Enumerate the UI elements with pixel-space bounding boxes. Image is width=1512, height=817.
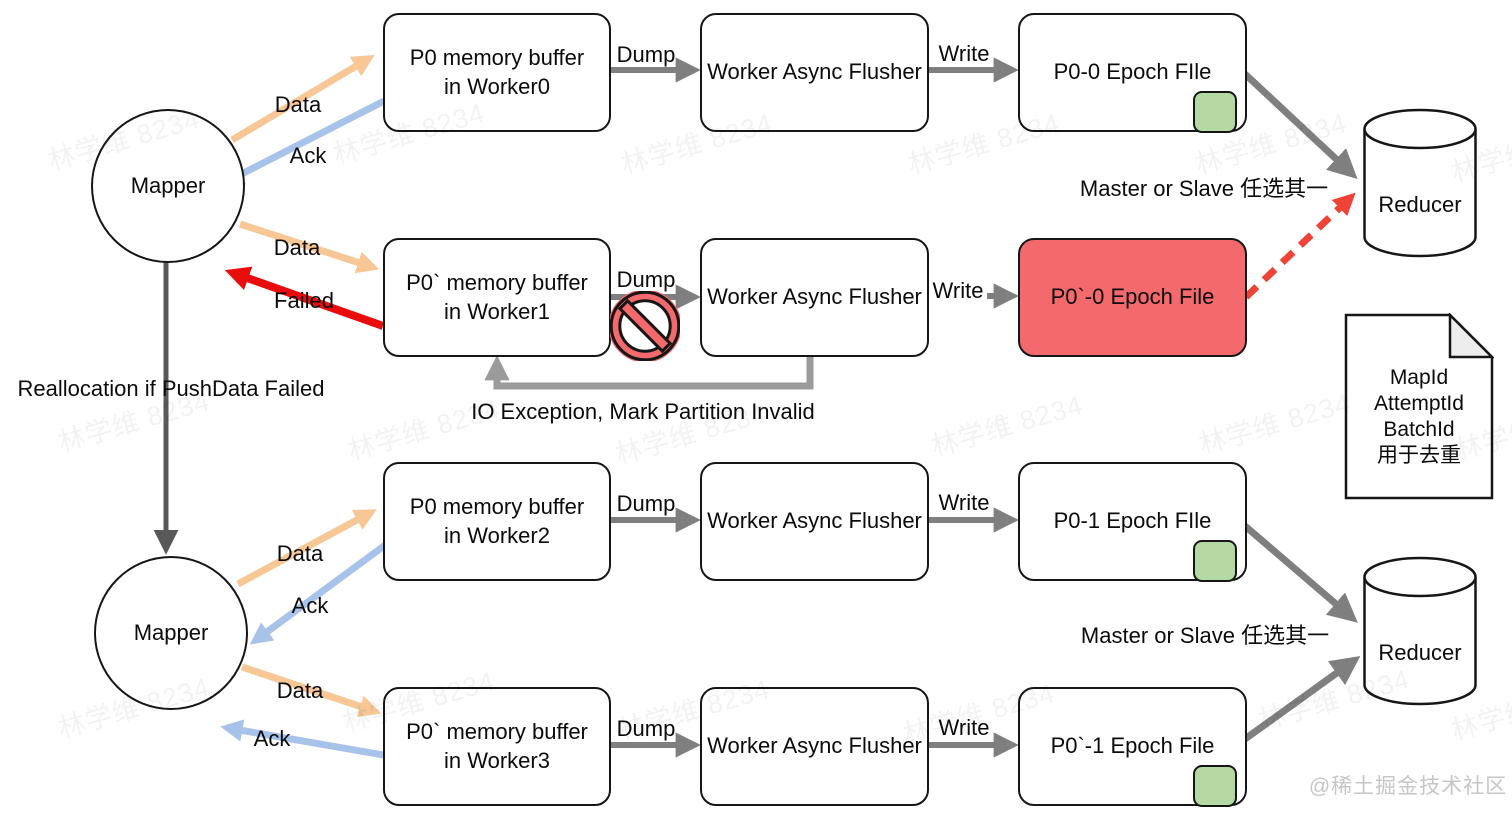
data-arrow-2 xyxy=(238,220,380,274)
edge-label-dump-2: Dump xyxy=(616,267,676,292)
edge-label-data-1: Data xyxy=(274,92,322,117)
data-arrow-1 xyxy=(230,54,375,144)
flusher-box-1: Worker Async Flusher xyxy=(700,13,929,132)
epoch-file-box-p0-0: P0-0 Epoch FIle xyxy=(1018,13,1247,133)
flusher-box-3: Worker Async Flusher xyxy=(700,462,929,581)
edge-label-dump-3: Dump xyxy=(616,491,676,516)
buffer-box-worker2: P0 memory buffer in Worker2 xyxy=(383,462,611,581)
cylinder-icon xyxy=(1363,108,1477,258)
epoch-file-chip-icon xyxy=(1193,90,1237,133)
epoch-p0b-0-label: P0`-0 Epoch File xyxy=(1050,284,1215,310)
mapper-1-node: Mapper xyxy=(91,109,245,263)
data-arrow-3 xyxy=(236,509,377,588)
epoch1-to-reducer-arrow xyxy=(1242,523,1358,623)
edge-label-dump-1: Dump xyxy=(616,42,676,67)
ack-arrow-3 xyxy=(249,540,391,645)
edge-label-data-3: Data xyxy=(276,541,324,566)
annotation-master-or-slave-top: Master or Slave 任选其一 xyxy=(1079,176,1329,201)
reducer-2-cylinder: Reducer xyxy=(1363,556,1477,706)
annotation-master-or-slave-bottom: Master or Slave 任选其一 xyxy=(1080,623,1330,648)
site-credit-watermark: @稀土掘金技术社区 xyxy=(1308,775,1508,798)
edge-label-write-1: Write xyxy=(938,41,990,66)
buffer-worker2-label: P0 memory buffer in Worker2 xyxy=(409,493,585,548)
buffer-box-worker3: P0` memory buffer in Worker3 xyxy=(383,687,611,806)
edge-label-data-4: Data xyxy=(276,678,324,703)
epoch-file-box-p0b-0-failed: P0`-0 Epoch File xyxy=(1018,238,1247,357)
dedup-note-document: MapId AttemptId BatchId 用于去重 xyxy=(1344,311,1496,500)
ack-arrow-1 xyxy=(221,97,386,185)
no-entry-icon xyxy=(608,289,682,363)
failed-arrow xyxy=(224,266,385,330)
reducer-1-label: Reducer xyxy=(1378,192,1462,217)
mapper-2-label: Mapper xyxy=(133,619,209,645)
annotation-io-exception: IO Exception, Mark Partition Invalid xyxy=(471,399,815,424)
epoch-p0-1-label: P0-1 Epoch FIle xyxy=(1053,508,1212,534)
epoch0-to-reducer-arrow xyxy=(1242,71,1358,180)
flusher-box-2: Worker Async Flusher xyxy=(700,238,929,357)
reducer-2-label: Reducer xyxy=(1378,640,1462,665)
epoch1b-to-reducer-arrow xyxy=(1242,655,1361,742)
edge-label-write-3: Write xyxy=(938,490,990,515)
failed-epoch-to-reducer-dashed-arrow xyxy=(1243,192,1356,300)
epoch-p0b-1-label: P0`-1 Epoch File xyxy=(1050,733,1215,759)
epoch-file-box-p0-1: P0-1 Epoch FIle xyxy=(1018,462,1247,582)
flusher-1-label: Worker Async Flusher xyxy=(707,59,922,85)
buffer-worker0-label: P0 memory buffer in Worker0 xyxy=(409,44,585,99)
io-exception-loop-arrow xyxy=(484,355,814,390)
document-icon xyxy=(1344,311,1496,500)
ack-arrow-4 xyxy=(220,719,396,761)
edge-label-data-2: Data xyxy=(273,235,321,260)
buffer-box-worker0: P0 memory buffer in Worker0 xyxy=(383,13,611,132)
flusher-2-label: Worker Async Flusher xyxy=(707,284,922,310)
annotation-reallocation: Reallocation if PushData Failed xyxy=(17,376,325,401)
edge-label-ack-3: Ack xyxy=(291,593,329,618)
edge-label-failed: Failed xyxy=(274,288,334,313)
flusher-4-label: Worker Async Flusher xyxy=(707,733,922,759)
flusher-3-label: Worker Async Flusher xyxy=(707,508,922,534)
cylinder-icon xyxy=(1363,556,1477,706)
edge-label-write-2: Write xyxy=(932,278,984,303)
data-arrow-4 xyxy=(240,663,382,718)
dedup-note-text: MapId AttemptId BatchId 用于去重 xyxy=(1374,366,1464,467)
flusher-box-4: Worker Async Flusher xyxy=(700,687,929,806)
mapper-1-label: Mapper xyxy=(130,172,206,198)
epoch-file-chip-icon xyxy=(1193,539,1237,582)
mapper-2-node: Mapper xyxy=(94,556,248,710)
epoch-p0-0-label: P0-0 Epoch FIle xyxy=(1053,59,1212,85)
reducer-1-cylinder: Reducer xyxy=(1363,108,1477,258)
buffer-worker1-label: P0` memory buffer in Worker1 xyxy=(406,269,588,324)
epoch-file-chip-icon xyxy=(1193,764,1237,807)
epoch-file-box-p0b-1: P0`-1 Epoch File xyxy=(1018,687,1247,807)
buffer-worker3-label: P0` memory buffer in Worker3 xyxy=(406,718,588,773)
buffer-box-worker1: P0` memory buffer in Worker1 xyxy=(383,238,611,357)
edge-label-dump-4: Dump xyxy=(616,716,676,741)
edge-label-ack-4: Ack xyxy=(253,726,291,751)
edge-label-ack-1: Ack xyxy=(289,143,327,168)
edge-label-write-4: Write xyxy=(938,715,990,740)
